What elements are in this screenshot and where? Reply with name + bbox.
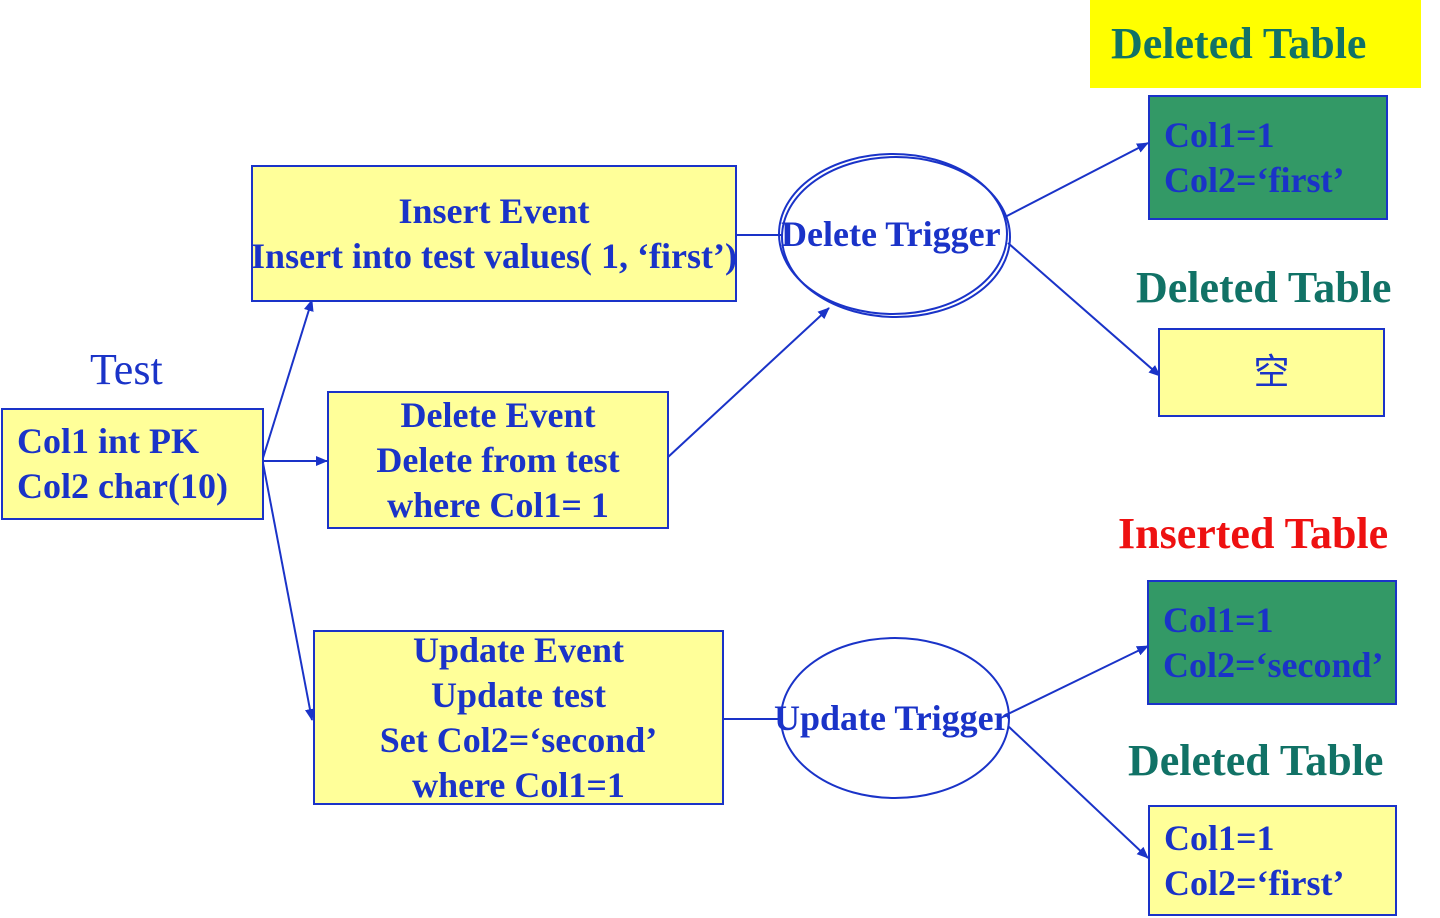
inserted-col1: Col1=1 [1163, 599, 1274, 640]
deleted-top-col2: Col2=‘first’ [1164, 159, 1345, 200]
arrow-delete-event-to-trigger [666, 307, 830, 459]
deleted-table-bottom-title: Deleted Table [1128, 736, 1384, 785]
arrow-delete-trigger-to-deleted [1004, 142, 1149, 218]
arrow-update-trigger-to-deleted [1007, 725, 1149, 859]
test-col1: Col1 int PK [17, 421, 200, 461]
deleted-table-top-title: Deleted Table [1111, 19, 1367, 68]
delete-event-sql: Delete from test [376, 439, 620, 480]
insert-event-box: Insert Event Insert into test values( 1,… [251, 165, 737, 302]
delete-trigger-shadow [781, 156, 1011, 318]
arrow-update-trigger-to-inserted [1007, 645, 1149, 715]
inserted-table-box: Col1=1 Col2=‘second’ [1147, 580, 1397, 705]
update-trigger-ellipse [780, 637, 1010, 799]
arrow-delete-trigger-to-empty [1007, 242, 1161, 377]
deleted-bottom-col2: Col2=‘first’ [1164, 862, 1345, 903]
delete-event-where: where Col1= 1 [387, 484, 609, 525]
arrow-test-to-insert [262, 299, 314, 459]
delete-trigger-label: Delete Trigger [781, 214, 1001, 254]
deleted-bottom-col1: Col1=1 [1164, 817, 1275, 858]
deleted-table-highlight [1090, 0, 1421, 88]
update-event-box: Update Event Update test Set Col2=‘secon… [313, 630, 724, 805]
delete-event-box: Delete Event Delete from test where Col1… [327, 391, 669, 529]
test-table-label: Test [90, 345, 163, 394]
inserted-col2: Col2=‘second’ [1163, 644, 1384, 685]
insert-event-title: Insert Event [398, 190, 590, 231]
deleted-table-bottom-box: Col1=1 Col2=‘first’ [1148, 805, 1397, 916]
update-event-title: Update Event [412, 629, 624, 670]
update-event-set: Set Col2=‘second’ [379, 719, 658, 760]
delete-event-title: Delete Event [400, 394, 596, 435]
delete-trigger-ellipse [778, 153, 1008, 315]
update-event-where: where Col1=1 [412, 764, 625, 805]
inserted-table-title: Inserted Table [1118, 509, 1389, 558]
deleted-table-empty-box: 空 [1158, 328, 1385, 417]
deleted-table-top-box: Col1=1 Col2=‘first’ [1148, 95, 1388, 220]
test-table-box: Col1 int PK Col2 char(10) [1, 408, 264, 520]
deleted-table-empty-title: Deleted Table [1136, 263, 1392, 312]
deleted-top-col1: Col1=1 [1164, 114, 1275, 155]
update-event-sql: Update test [431, 674, 606, 715]
update-trigger-label: Update Trigger [774, 698, 1010, 738]
test-col2: Col2 char(10) [17, 466, 228, 506]
insert-event-sql: Insert into test values( 1, ‘first’) [251, 235, 737, 276]
deleted-empty-value: 空 [1253, 352, 1290, 393]
arrow-test-to-update [262, 462, 315, 721]
